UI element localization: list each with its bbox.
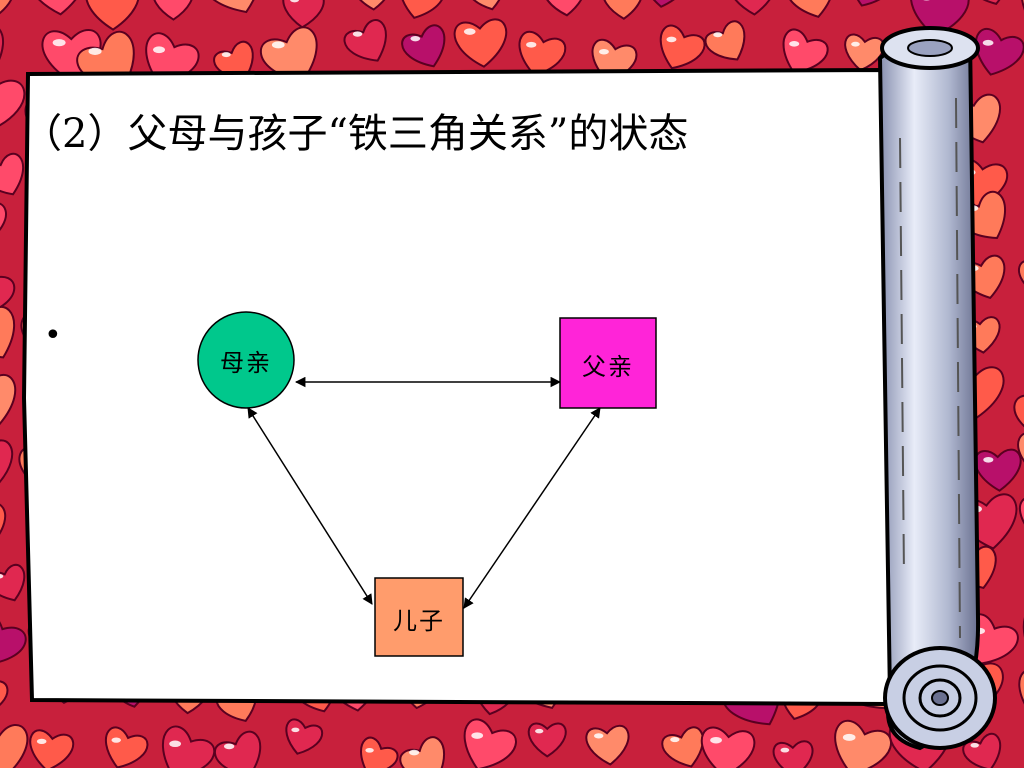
heart-highlight [593,733,604,739]
heart-highlight [713,32,723,38]
heart-decoration [0,612,27,666]
heart-highlight [271,41,285,49]
heart-decoration [602,0,644,20]
son-node [374,577,464,657]
heart-highlight [526,41,537,48]
heart-highlight [535,728,544,734]
heart-decoration [0,563,26,602]
heart-decoration [152,0,194,21]
heart-decoration [1013,388,1024,442]
heart-decoration [213,730,262,768]
heart-highlight [409,749,420,756]
edge-mother-son [247,407,373,605]
scroll-roll [877,26,997,751]
heart-decoration [466,0,506,11]
heart-highlight [789,41,800,47]
heart-decoration [0,265,16,318]
heart-highlight [471,732,484,739]
heart-decoration [399,736,446,768]
mother-label: 母亲 [220,348,272,377]
heart-decoration [0,0,15,18]
heart-decoration [910,0,970,38]
heart-decoration [0,201,7,247]
father-node [559,317,657,409]
heart-highlight [710,736,722,744]
heart-decoration [0,305,16,359]
heart-decoration [659,24,706,70]
heart-highlight [842,733,856,741]
heart-highlight [169,740,182,748]
heart-highlight [52,39,66,47]
heart-highlight [410,35,421,42]
heart-highlight [221,52,231,58]
heart-decoration [401,24,446,68]
heart-decoration [360,736,399,768]
heart-highlight [970,742,979,748]
heart-decoration [161,725,216,768]
heart-decoration [343,19,387,62]
heart-highlight [982,39,994,46]
heart-decoration [0,374,17,426]
heart-decoration [26,0,87,16]
heart-highlight [851,41,860,47]
heart-decoration [0,675,9,718]
heart-decoration [351,0,393,11]
heart-decoration [259,26,318,83]
heart-decoration [0,439,14,489]
heart-decoration [1018,669,1024,712]
heart-decoration [785,0,835,18]
heart-highlight [291,727,300,733]
heart-highlight [36,738,47,745]
heart-highlight [290,0,300,3]
heart-decoration [704,20,746,61]
heart-decoration [0,74,26,133]
heart-decoration [85,0,140,31]
heart-highlight [0,573,4,579]
heart-highlight [666,36,677,43]
heart-highlight [88,47,102,55]
heart-decoration [1017,432,1024,477]
bullet-point: • [44,318,62,353]
heart-decoration [542,0,586,17]
heart-decoration [463,718,517,768]
son-label: 儿子 [393,606,445,635]
heart-decoration [0,724,29,768]
heart-highlight [365,747,374,753]
heart-highlight [153,46,165,54]
heart-decoration [1018,497,1024,534]
heart-decoration [0,502,7,547]
heart-highlight [983,456,994,463]
heart-decoration [782,28,829,74]
heart-highlight [670,737,680,743]
edge-father-son [463,407,601,609]
heart-highlight [352,31,363,37]
heart-decoration [399,0,445,19]
father-label: 父亲 [582,352,634,381]
heart-highlight [599,48,609,55]
heart-highlight [463,28,476,35]
slide-title: （2）父母与孩子“铁三角关系”的状态 [22,111,689,157]
heart-decoration [962,732,1002,768]
heart-decoration [1018,259,1024,298]
heart-highlight [111,737,121,743]
heart-highlight [780,747,790,753]
heart-highlight [223,743,235,750]
heart-decoration [0,152,25,196]
heart-decoration [0,23,4,75]
heart-highlight [923,0,930,1]
heart-decoration [727,0,777,16]
mother-node [197,311,295,409]
heart-decoration [213,40,254,81]
